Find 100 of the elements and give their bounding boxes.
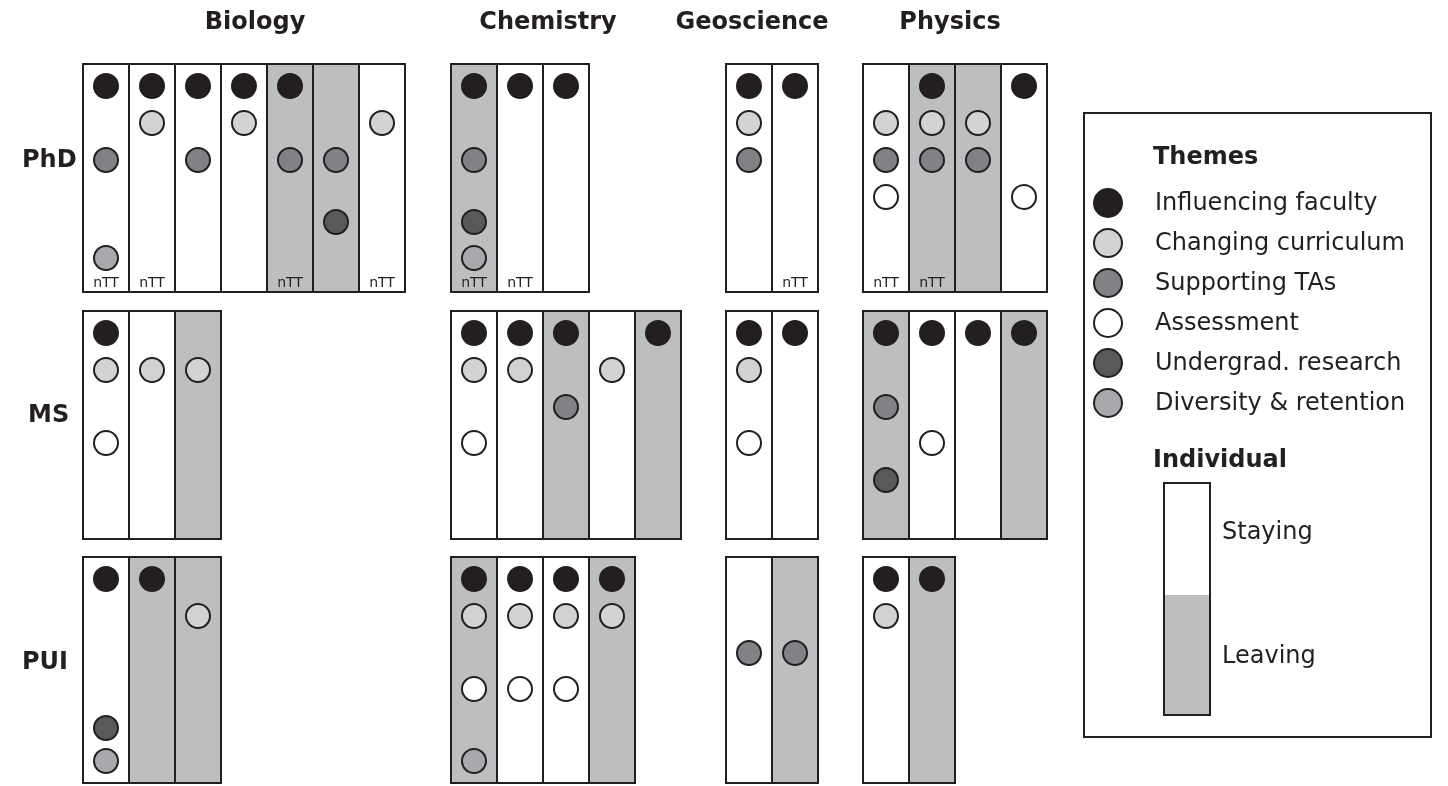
theme-dot: [184, 602, 211, 629]
theme-dot: [918, 319, 945, 346]
column-bar: [82, 310, 130, 540]
column-label: nTT: [276, 274, 304, 291]
theme-dot: [552, 319, 579, 346]
theme-dot: [460, 602, 487, 629]
column-bar: [128, 63, 176, 293]
theme-dot: [322, 208, 349, 235]
column-bar: [862, 556, 910, 784]
theme-dot: [644, 319, 671, 346]
theme-dot: [506, 72, 533, 99]
legend-label: Leaving: [1222, 640, 1316, 670]
theme-dot: [552, 393, 579, 420]
theme-dot: [230, 72, 257, 99]
theme-dot: [138, 109, 165, 136]
legend-label: Diversity & retention: [1155, 387, 1406, 417]
theme-dot: [460, 747, 487, 774]
column-bar: [82, 556, 130, 784]
column-heading: Biology: [204, 7, 306, 35]
theme-dot: [92, 429, 119, 456]
theme-dot: [552, 602, 579, 629]
row-label: PhD: [22, 145, 77, 173]
theme-dot: [735, 72, 762, 99]
column-bar: [128, 310, 176, 540]
theme-dot: [781, 639, 808, 666]
theme-dot: [781, 319, 808, 346]
column-heading: Geoscience: [675, 7, 829, 35]
column-bar: [220, 63, 268, 293]
column-label: nTT: [138, 274, 166, 291]
column-bar: [450, 63, 498, 293]
theme-dot: [735, 109, 762, 136]
column-bar: [450, 310, 498, 540]
column-bar: [496, 556, 544, 784]
theme-dot: [872, 565, 899, 592]
column-bar: [174, 310, 222, 540]
theme-dot: [872, 183, 899, 210]
column-label: nTT: [460, 274, 488, 291]
legend-label: Influencing faculty: [1155, 187, 1378, 217]
legend-label: Assessment: [1155, 307, 1299, 337]
column-bar: [771, 63, 819, 293]
column-bar: [725, 310, 773, 540]
column-heading: Chemistry: [479, 7, 617, 35]
column-bar: [542, 556, 590, 784]
column-heading: Physics: [899, 7, 1001, 35]
column-bar: [450, 556, 498, 784]
legend-label: Supporting TAs: [1155, 267, 1337, 297]
column-bar: [588, 310, 636, 540]
legend-heading: Themes: [1153, 142, 1259, 170]
column-bar: [82, 63, 130, 293]
theme-dot: [506, 675, 533, 702]
theme-dot: [918, 72, 945, 99]
theme-dot: [1010, 183, 1037, 210]
column-bar: [128, 556, 176, 784]
theme-dot: [92, 146, 119, 173]
theme-dot: [460, 146, 487, 173]
theme-dot: [918, 109, 945, 136]
theme-dot: [92, 565, 119, 592]
theme-dot: [506, 602, 533, 629]
column-label: nTT: [781, 274, 809, 291]
theme-dot: [138, 72, 165, 99]
column-label: nTT: [368, 274, 396, 291]
theme-dot: [552, 675, 579, 702]
column-bar: [954, 63, 1002, 293]
theme-dot: [460, 72, 487, 99]
theme-dot: [460, 208, 487, 235]
theme-dot: [460, 356, 487, 383]
theme-dot: [964, 109, 991, 136]
column-bar: [954, 310, 1002, 540]
theme-dot: [276, 146, 303, 173]
theme-dot: [138, 565, 165, 592]
theme-dot: [964, 319, 991, 346]
column-label: nTT: [872, 274, 900, 291]
column-bar: [862, 310, 910, 540]
column-bar: [908, 310, 956, 540]
theme-dot: [138, 356, 165, 383]
theme-dot: [735, 639, 762, 666]
theme-dot: [872, 319, 899, 346]
column-bar: [908, 556, 956, 784]
legend-label: Staying: [1222, 516, 1313, 546]
column-bar: [174, 63, 222, 293]
column-bar: [496, 310, 544, 540]
column-bar: [358, 63, 406, 293]
theme-dot: [872, 109, 899, 136]
column-bar: [1000, 310, 1048, 540]
row-label: MS: [28, 400, 70, 428]
theme-dot: [872, 393, 899, 420]
legend-heading: Individual: [1153, 445, 1287, 473]
theme-dot: [184, 146, 211, 173]
theme-dot: [872, 466, 899, 493]
theme-dot: [460, 675, 487, 702]
theme-dot: [735, 429, 762, 456]
theme-dot: [964, 146, 991, 173]
legend-label: Undergrad. research: [1155, 347, 1402, 377]
column-bar: [542, 310, 590, 540]
column-bar: [771, 556, 819, 784]
column-bar: [312, 63, 360, 293]
theme-dot: [506, 565, 533, 592]
theme-dot: [918, 429, 945, 456]
theme-dot: [872, 602, 899, 629]
theme-dot: [918, 565, 945, 592]
